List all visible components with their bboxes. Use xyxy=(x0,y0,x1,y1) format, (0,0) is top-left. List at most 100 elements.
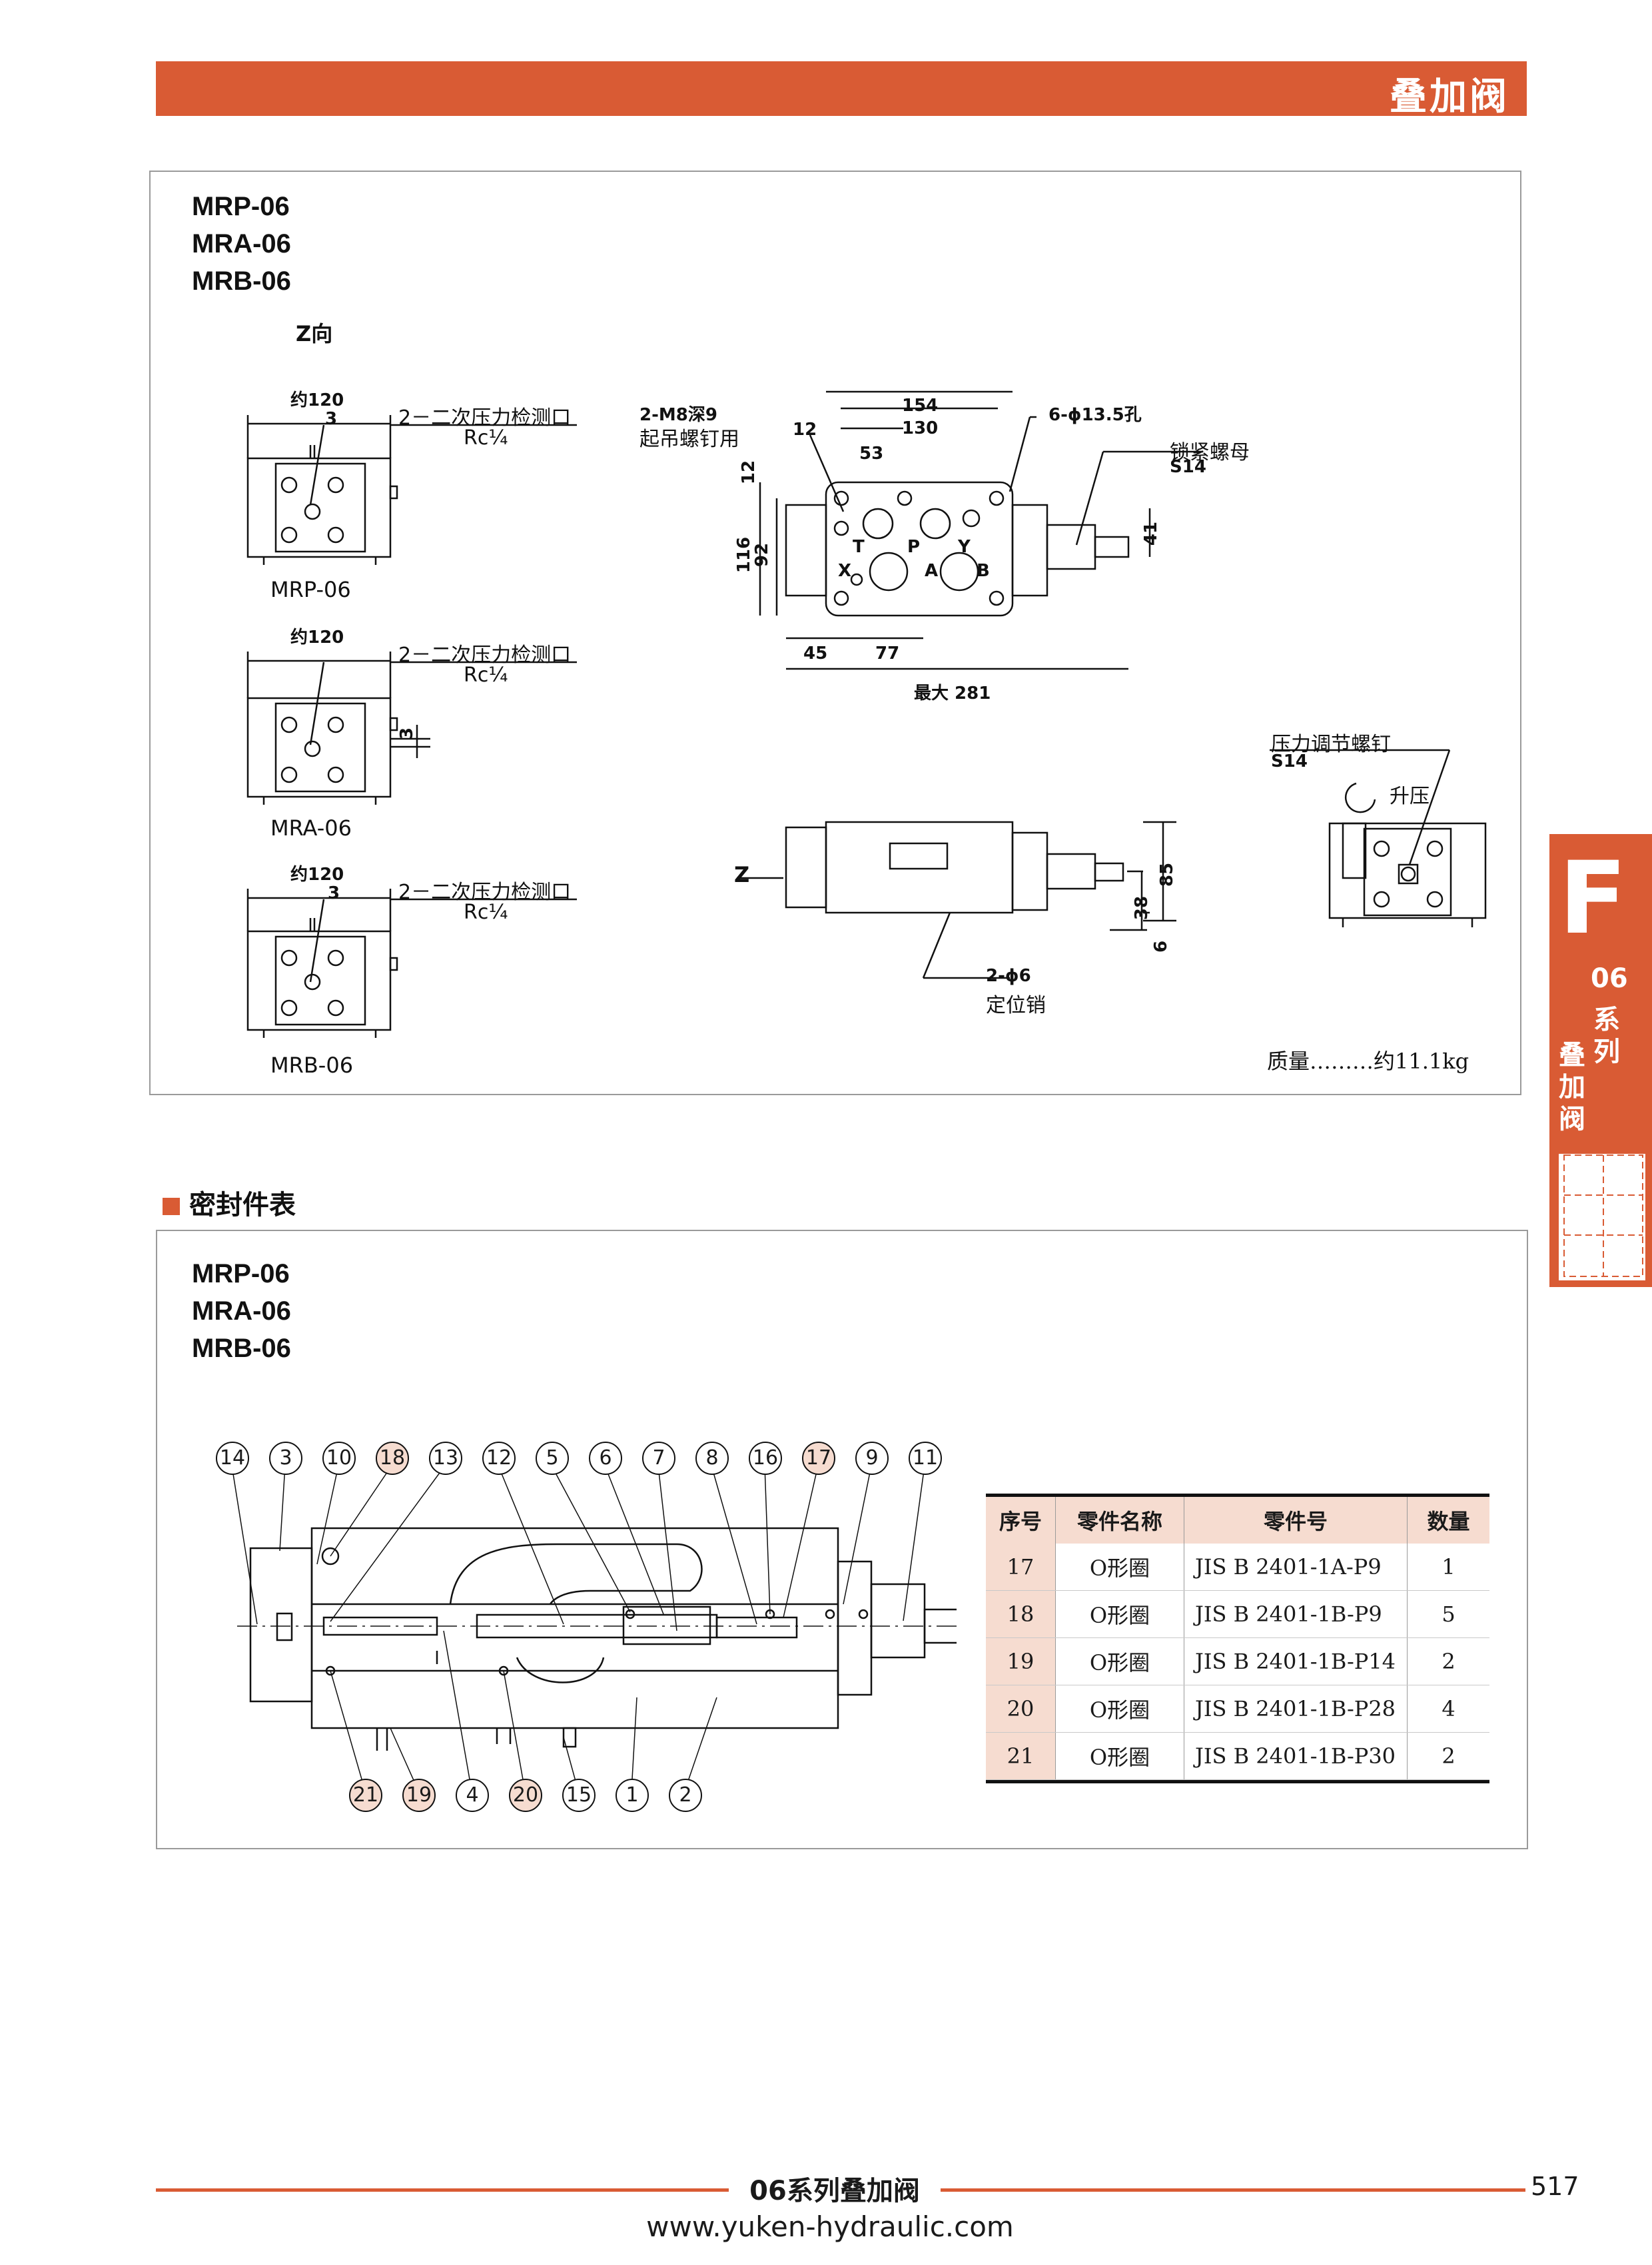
callout-number: 5 xyxy=(536,1442,569,1475)
seal-model-list: MRP-06 MRA-06 MRB-06 xyxy=(192,1255,291,1367)
callout-number: 12 xyxy=(482,1442,516,1475)
page-number: 517 xyxy=(1531,2172,1579,2201)
table-cell: O形圈 xyxy=(1055,1637,1184,1685)
table-cell: O形圈 xyxy=(1055,1544,1184,1591)
gauge-port-label: 2－二次压力检测口 xyxy=(398,406,572,430)
z-arrow-label: Z xyxy=(734,862,750,887)
approx-dim: 约120 xyxy=(290,628,344,648)
callout-number: 1 xyxy=(616,1779,649,1812)
callout-number: 6 xyxy=(589,1442,622,1475)
model-name: MRP-06 xyxy=(192,192,290,221)
dim-38: 38 xyxy=(1132,895,1152,921)
side-tab-letter: F xyxy=(1559,841,1627,957)
adjust-screw-size: S14 xyxy=(1271,751,1308,771)
table-cell: 17 xyxy=(986,1544,1056,1591)
gauge-port-label: 2－二次压力检测口 xyxy=(398,881,572,904)
mrb-view xyxy=(246,889,577,1038)
view-name: MRB-06 xyxy=(270,1053,354,1078)
offset-dim: 3 xyxy=(328,883,340,903)
dimension-panel: MRP-06 MRA-06 MRB-06 Z向 xyxy=(149,171,1521,1095)
table-cell: O形圈 xyxy=(1055,1732,1184,1780)
drawing-canvas xyxy=(246,390,1487,1038)
callout-number: 16 xyxy=(749,1442,782,1475)
callout-number: 15 xyxy=(562,1779,596,1812)
dim-92: 92 xyxy=(752,542,773,568)
model-name: MRA-06 xyxy=(192,229,291,258)
dim-154: 154 xyxy=(902,396,939,416)
port-a: A xyxy=(925,561,939,581)
callout-number: 21 xyxy=(349,1779,382,1812)
callout-number: 2 xyxy=(669,1779,702,1812)
dim-45: 45 xyxy=(803,644,828,664)
dim-max: 最大 281 xyxy=(914,683,991,703)
table-cell: O形圈 xyxy=(1055,1590,1184,1638)
column-header: 零件号 xyxy=(1184,1497,1408,1544)
side-tab-series: 06 xyxy=(1591,963,1628,994)
model-list: MRP-06 MRA-06 MRB-06 xyxy=(192,188,291,300)
dim-53: 53 xyxy=(859,444,884,464)
offset-dim: 3 xyxy=(325,409,338,429)
footer-url[interactable]: www.yuken-hydraulic.com xyxy=(646,2210,1014,2243)
callout-number: 10 xyxy=(322,1442,356,1475)
footer-line-right xyxy=(941,2188,1525,2192)
table-cell: O形圈 xyxy=(1055,1685,1184,1733)
adjust-screw-label: 压力调节螺钉 xyxy=(1271,733,1391,756)
cross-section-drawing xyxy=(231,1465,957,1791)
table-cell: 21 xyxy=(986,1732,1056,1780)
callout-number: 3 xyxy=(269,1442,302,1475)
offset-dim: 3 xyxy=(397,727,418,740)
mra-view xyxy=(246,652,577,805)
port-b: B xyxy=(977,561,990,581)
thread-label: Rc¼ xyxy=(464,664,508,687)
table-cell: JIS B 2401-1B-P14 xyxy=(1184,1637,1408,1685)
dim-116: 116 xyxy=(734,536,755,574)
dim-130: 130 xyxy=(902,418,939,438)
view-name: MRA-06 xyxy=(270,815,352,841)
model-name: MRB-06 xyxy=(192,266,291,296)
pins-name-label: 定位销 xyxy=(986,994,1046,1017)
table-cell: 1 xyxy=(1407,1544,1489,1591)
dim-41: 41 xyxy=(1141,521,1162,546)
table-cell: 2 xyxy=(1407,1637,1489,1685)
header-bar: 叠加阀 xyxy=(156,61,1527,119)
raise-label: 升压 xyxy=(1390,785,1430,808)
callout-number: 7 xyxy=(642,1442,675,1475)
dim-77: 77 xyxy=(875,644,900,664)
callout-number: 4 xyxy=(456,1779,489,1812)
table-cell: 2 xyxy=(1407,1732,1489,1780)
footer-title: 06系列叠加阀 xyxy=(749,2176,920,2206)
table-cell: 20 xyxy=(986,1685,1056,1733)
lift-bolt-label: 2-M8深9 xyxy=(639,405,717,425)
seal-panel: MRP-06 MRA-06 MRB-06 xyxy=(156,1230,1528,1849)
header-title: 叠加阀 xyxy=(1390,75,1509,119)
dim-12: 12 xyxy=(793,420,817,440)
callout-number: 13 xyxy=(429,1442,462,1475)
model-name: MRB-06 xyxy=(192,1334,291,1363)
lift-bolt-use-label: 起吊螺钉用 xyxy=(639,428,739,451)
approx-dim: 约120 xyxy=(290,865,344,885)
dim-6: 6 xyxy=(1151,940,1172,953)
view-name: MRP-06 xyxy=(270,577,351,602)
side-tab-line4: 叠加阀 xyxy=(1559,1040,1585,1134)
table-cell: JIS B 2401-1B-P9 xyxy=(1184,1590,1408,1638)
main-side-view xyxy=(737,821,1176,979)
callout-number: 18 xyxy=(376,1442,409,1475)
lock-nut-size: S14 xyxy=(1170,457,1206,477)
port-x: X xyxy=(838,561,852,581)
callout-number: 14 xyxy=(216,1442,249,1475)
dim-85: 85 xyxy=(1157,862,1178,887)
column-header: 数量 xyxy=(1407,1497,1489,1544)
gauge-port-label: 2－二次压力检测口 xyxy=(398,644,572,667)
footer-line-left xyxy=(156,2188,729,2192)
callout-number: 8 xyxy=(695,1442,729,1475)
column-header: 零件名称 xyxy=(1055,1497,1184,1544)
table-cell: 19 xyxy=(986,1637,1056,1685)
table-cell: JIS B 2401-1A-P9 xyxy=(1184,1544,1408,1591)
table-cell: JIS B 2401-1B-P30 xyxy=(1184,1732,1408,1780)
side-tab-dashes-icon xyxy=(1563,1154,1643,1277)
thread-label: Rc¼ xyxy=(464,426,508,450)
